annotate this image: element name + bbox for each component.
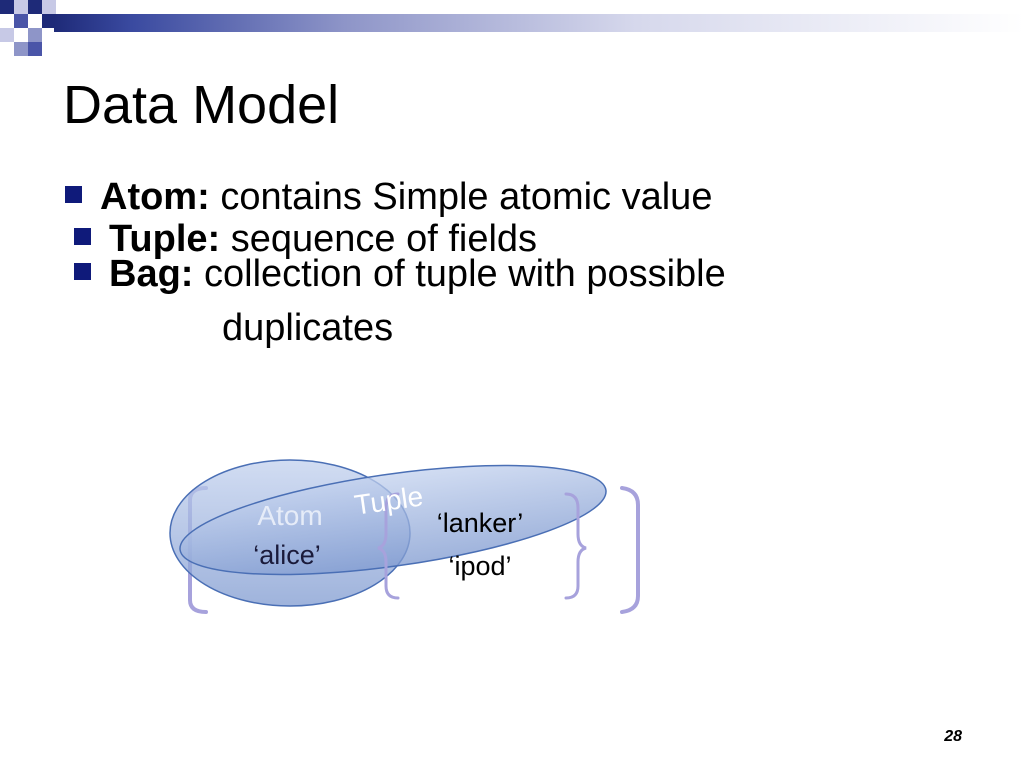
deco-square (14, 14, 28, 28)
bullet-text: sequence of fields (220, 218, 538, 260)
bullet-text: collection of tuple with possible (193, 253, 726, 295)
header-bar (54, 14, 1024, 32)
value-alice: ‘alice’ (253, 540, 321, 570)
atom-label: Atom (257, 500, 322, 531)
deco-square (42, 14, 56, 28)
deco-square (42, 0, 56, 14)
bag-right-bracket (620, 486, 640, 614)
bullet-term: Atom: (100, 176, 210, 218)
bullet-square-icon (74, 263, 91, 281)
bullet-atom: Atom: contains Simple atomic value (65, 176, 712, 219)
bullet-square-icon (65, 186, 82, 204)
bullet-text: contains Simple atomic value (209, 176, 713, 218)
deco-square (28, 14, 42, 28)
tuple-ellipse (179, 464, 607, 576)
bullet-bag-continuation: duplicates (222, 307, 394, 349)
slide-title: Data Model (63, 75, 340, 135)
bullet-bag: Bag: collection of tuple with possible (74, 253, 726, 296)
deco-square (0, 0, 14, 14)
value-ipod: ‘ipod’ (448, 551, 511, 581)
bullet-square-icon (74, 228, 91, 246)
bullet-term: Tuple: (109, 218, 221, 260)
deco-square (28, 0, 42, 14)
tuple-left-brace (377, 492, 400, 600)
bullet-tuple: Tuple: sequence of fields (74, 218, 537, 261)
deco-square (28, 28, 42, 42)
deco-square (28, 42, 42, 56)
tuple-right-brace (564, 492, 587, 600)
deco-square (0, 28, 14, 42)
page-number: 28 (944, 728, 962, 745)
deco-square (14, 0, 28, 14)
value-lanker: ‘lanker’ (437, 508, 524, 538)
deco-square (14, 42, 28, 56)
bullet-term: Bag: (109, 253, 194, 295)
